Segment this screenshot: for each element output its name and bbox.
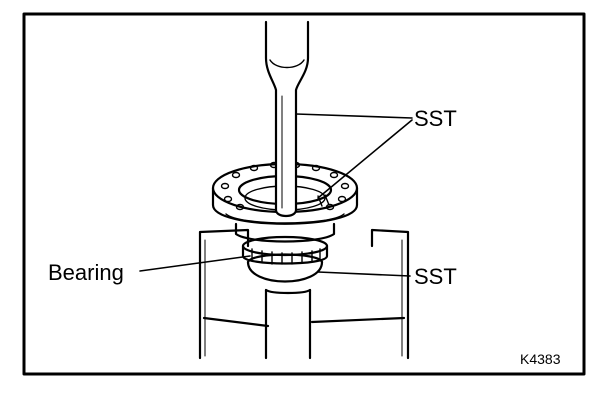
figure-border xyxy=(22,12,586,376)
sst-lower-label: SST xyxy=(414,264,457,289)
press-support-block xyxy=(198,228,410,360)
bearing-label: Bearing xyxy=(48,260,124,285)
sst-upper-label: SST xyxy=(414,106,457,131)
figure-code: K4383 xyxy=(520,351,561,367)
leader-lines xyxy=(139,113,413,277)
lower-sst-tool xyxy=(246,253,324,360)
upper-sst-tool xyxy=(264,20,310,218)
bearing xyxy=(241,235,329,265)
